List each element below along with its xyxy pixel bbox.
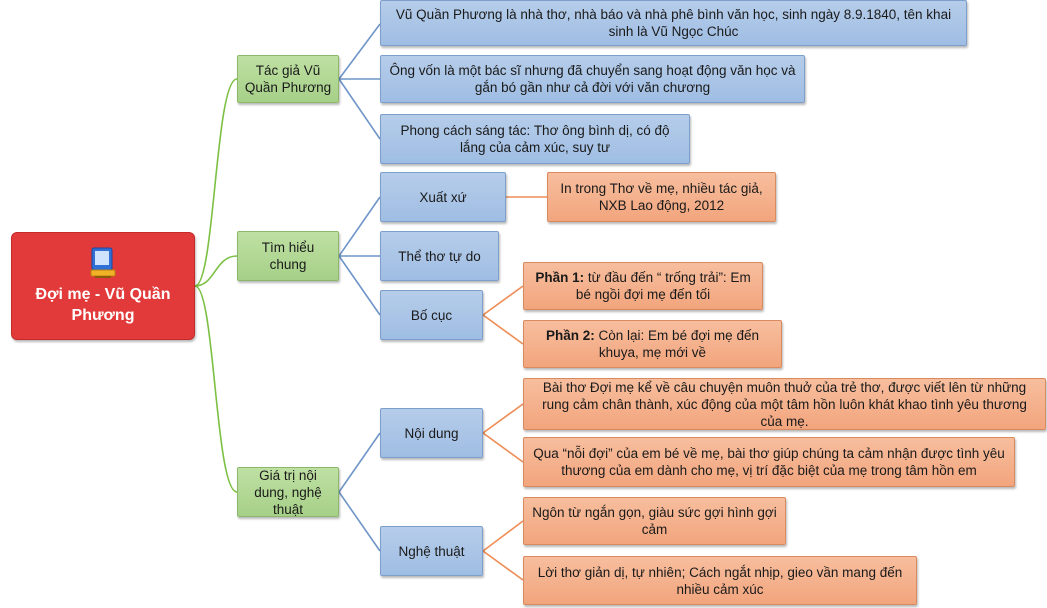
leaf-text: Phần 1: từ đầu đến “ trống trải”: Em bé … [530, 269, 756, 303]
link-b3-c1 [338, 432, 381, 493]
computer-icon [90, 247, 116, 278]
leaf-text: Ngôn từ ngắn gọn, giàu sức gợi hình gợi … [532, 505, 777, 537]
leaf-xuat-xu[interactable]: In trong Thơ về mẹ, nhiều tác giả, NXB L… [547, 172, 776, 222]
topic-noi-dung[interactable]: Nội dung [380, 408, 483, 458]
link-nghethuat-leaf-2 [482, 550, 524, 581]
branch-label: Tìm hiểu chung [261, 240, 315, 272]
leaf-noi-dung-1[interactable]: Bài thơ Đợi mẹ kể về câu chuyện muôn thu… [523, 378, 1046, 430]
leaf-text-rest: Còn lại: Em bé đợi mẹ đến khuya, mẹ mới … [594, 328, 759, 360]
leaf-text: Qua “nỗi đợi” của em bé về mẹ, bài thơ g… [533, 446, 1005, 478]
link-nghethuat-leaf-1 [482, 520, 524, 552]
link-bocuc-leaf-1 [482, 285, 524, 316]
topic-label: Vũ Quần Phương là nhà thơ, nhà báo và nh… [395, 7, 952, 39]
topic-label: Nghệ thuật [398, 543, 465, 559]
topic-label: Bố cục [410, 307, 453, 323]
root-topic[interactable]: Đợi mẹ - Vũ Quần Phương [11, 232, 195, 340]
leaf-bo-cuc-1[interactable]: Phần 1: từ đầu đến “ trống trải”: Em bé … [523, 262, 763, 310]
topic-tac-gia-2[interactable]: Ông vốn là một bác sĩ nhưng đã chuyển sa… [380, 55, 805, 103]
leaf-nghe-thuat-1[interactable]: Ngôn từ ngắn gọn, giàu sức gợi hình gợi … [523, 497, 786, 545]
branch-label: Giá trị nội dung, nghệ thuật [254, 467, 322, 517]
branch-tac-gia[interactable]: Tác giả Vũ Quần Phương [237, 55, 339, 103]
leaf-text: Lời thơ giản dị, tự nhiên; Cách ngắt nhị… [537, 564, 903, 597]
topic-label: Nội dung [404, 425, 459, 441]
leaf-text: In trong Thơ về mẹ, nhiều tác giả, NXB L… [560, 181, 763, 213]
link-b2-c1 [338, 196, 381, 257]
leaf-nghe-thuat-2[interactable]: Lời thơ giản dị, tự nhiên; Cách ngắt nhị… [523, 556, 917, 605]
leaf-bo-cuc-2[interactable]: Phần 2: Còn lại: Em bé đợi mẹ đến khuya,… [523, 320, 782, 368]
branch-gia-tri[interactable]: Giá trị nội dung, nghệ thuật [237, 467, 339, 517]
link-root-branch-3 [194, 285, 238, 493]
leaf-text: Phần 2: Còn lại: Em bé đợi mẹ đến khuya,… [530, 327, 775, 361]
topic-tac-gia-1[interactable]: Vũ Quần Phương là nhà thơ, nhà báo và nh… [380, 0, 967, 46]
topic-label: Thể thơ tự do [398, 248, 481, 264]
topic-label: Phong cách sáng tác: Thơ ông bình dị, có… [400, 123, 670, 155]
leaf-noi-dung-2[interactable]: Qua “nỗi đợi” của em bé về mẹ, bài thơ g… [523, 437, 1015, 487]
topic-the-tho[interactable]: Thể thơ tự do [380, 231, 499, 281]
link-b1-c3 [338, 78, 381, 140]
topic-label: Xuất xứ [419, 189, 467, 205]
leaf-bold: Phần 2: [546, 328, 595, 343]
leaf-text-rest: từ đầu đến “ trống trải”: Em bé ngồi đợi… [575, 270, 751, 302]
link-root-branch-1 [194, 78, 238, 287]
topic-tac-gia-3[interactable]: Phong cách sáng tác: Thơ ông bình dị, có… [380, 114, 690, 164]
link-bocuc-leaf-2 [482, 314, 524, 345]
branch-tim-hieu-chung[interactable]: Tìm hiểu chung [237, 231, 339, 281]
link-b2-c3 [338, 255, 381, 316]
topic-bo-cuc[interactable]: Bố cục [380, 290, 483, 340]
topic-xuat-xu[interactable]: Xuất xứ [380, 172, 506, 222]
link-b3-c2 [338, 491, 381, 552]
leaf-bold: Phần 1: [535, 270, 585, 285]
root-title: Đợi mẹ - Vũ Quần Phương [35, 286, 171, 324]
leaf-text: Bài thơ Đợi mẹ kể về câu chuyện muôn thu… [542, 379, 1027, 429]
link-noidung-leaf-2 [482, 432, 524, 463]
branch-label: Tác giả Vũ Quần Phương [244, 63, 332, 95]
link-noidung-leaf-1 [482, 403, 524, 434]
topic-label: Ông vốn là một bác sĩ nhưng đã chuyển sa… [389, 63, 796, 95]
topic-nghe-thuat[interactable]: Nghệ thuật [380, 526, 483, 576]
link-root-branch-2 [194, 255, 238, 287]
link-b1-c1 [338, 23, 381, 80]
